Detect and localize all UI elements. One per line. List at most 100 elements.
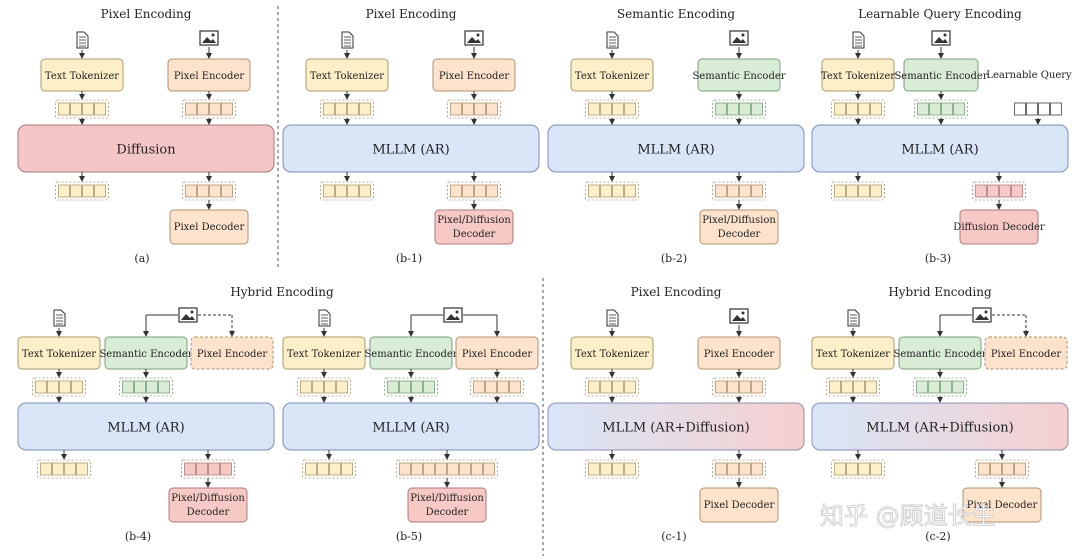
text-tokens (297, 377, 351, 397)
token-cell (1011, 184, 1023, 198)
token-cell (987, 184, 999, 198)
token-cell (347, 184, 359, 198)
token-cell (305, 462, 317, 476)
output-text-tokens (585, 459, 639, 479)
token-cell (727, 102, 739, 116)
token-group-border (831, 181, 885, 201)
core-model-label: MLLM (AR) (372, 421, 449, 436)
token-cell (928, 380, 940, 394)
image-icon (443, 307, 463, 323)
text-tokenizer-label: Text Tokenizer (287, 349, 361, 360)
token-cell (739, 462, 751, 476)
core-model-label: Diffusion (116, 143, 176, 158)
token-cell (312, 380, 324, 394)
token-group-border (55, 181, 109, 201)
token-cell (600, 184, 612, 198)
token-cell (184, 462, 196, 476)
token-cell (1014, 102, 1026, 116)
image-icon (729, 308, 749, 324)
panel-caption: (b-2) (661, 252, 687, 265)
token-cell (1026, 102, 1038, 116)
token-cell (612, 102, 624, 116)
token-cell (751, 380, 763, 394)
token-cell (185, 102, 197, 116)
token-cell (423, 380, 435, 394)
image-icon (729, 30, 749, 46)
output-image-tokens (972, 181, 1026, 201)
token-cell (612, 380, 624, 394)
token-cell (624, 102, 636, 116)
decoder-box (434, 209, 514, 245)
output-text-tokens (831, 459, 885, 479)
token-cell (134, 380, 146, 394)
token-cell (486, 102, 498, 116)
token-cell (858, 184, 870, 198)
token-group-border (37, 459, 91, 479)
token-cell (865, 380, 877, 394)
document-icon (76, 31, 89, 49)
token-cell (474, 184, 486, 198)
output-image-tokens (975, 459, 1029, 479)
pixel-encoder-label: Pixel Encoder (197, 349, 268, 360)
pixel-tokens (447, 99, 501, 119)
token-cell (1002, 462, 1014, 476)
token-cell (624, 184, 636, 198)
token-cell (483, 462, 495, 476)
decoder-box (959, 209, 1039, 245)
panel-caption: (b-4) (125, 530, 151, 543)
text-tokenizer-label: Text Tokenizer (22, 349, 96, 360)
token-cell (941, 102, 953, 116)
token-cell (975, 184, 987, 198)
token-cell (324, 380, 336, 394)
text-tokens (826, 377, 880, 397)
token-cell (588, 102, 600, 116)
core-model-block (282, 124, 540, 173)
core-model-block (17, 402, 275, 451)
core-model-block (811, 402, 1069, 451)
token-cell (751, 184, 763, 198)
panel-title: Hybrid Encoding (230, 285, 334, 299)
token-cell (185, 184, 197, 198)
panel-caption: (c-2) (925, 530, 950, 543)
semantic-tokens (712, 99, 766, 119)
decoder-box (169, 209, 249, 245)
document-icon (341, 31, 354, 49)
token-group-border (320, 181, 374, 201)
token-cell (209, 184, 221, 198)
core-model-label: MLLM (AR) (637, 143, 714, 158)
token-cell (612, 184, 624, 198)
token-cell (846, 184, 858, 198)
token-cell (739, 102, 751, 116)
token-cell (59, 380, 71, 394)
token-cell (221, 102, 233, 116)
token-cell (462, 184, 474, 198)
panel-title: Hybrid Encoding (888, 285, 992, 299)
panel-title: Pixel Encoding (101, 7, 192, 21)
token-cell (509, 380, 521, 394)
decoder-box (407, 487, 487, 523)
token-cell (336, 380, 348, 394)
token-cell (35, 380, 47, 394)
document-icon (847, 309, 860, 327)
token-cell (953, 102, 965, 116)
token-cell (209, 102, 221, 116)
token-cell (624, 380, 636, 394)
output-image-tokens (712, 181, 766, 201)
token-cell (435, 462, 447, 476)
panel-title: Pixel Encoding (631, 285, 722, 299)
token-cell (208, 462, 220, 476)
token-cell (846, 462, 858, 476)
token-cell (450, 102, 462, 116)
pixel-encoder-label: Pixel Encoder (174, 71, 245, 82)
output-image-tokens (181, 459, 235, 479)
panel-caption: (b-5) (396, 530, 422, 543)
output-text-tokens (831, 181, 885, 201)
token-cell (58, 102, 70, 116)
token-cell (853, 380, 865, 394)
output-text-tokens (37, 459, 91, 479)
